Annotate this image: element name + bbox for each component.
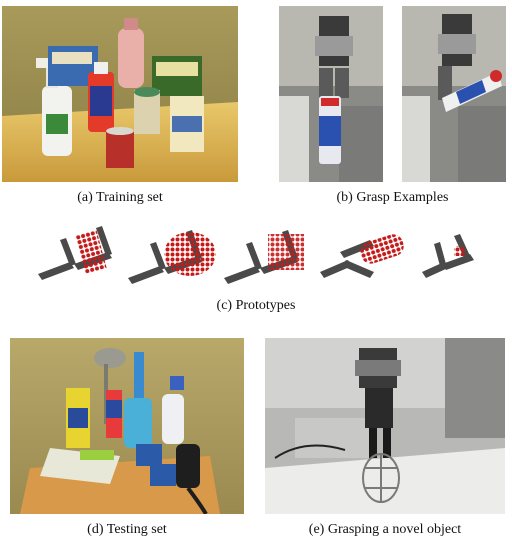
grasping-novel-object-photo — [265, 338, 505, 514]
caption-b: (b) Grasp Examples — [336, 190, 449, 205]
caption-a: (a) Training set — [77, 190, 163, 205]
grasp-example-photo-1 — [279, 6, 383, 182]
caption-d: (d) Testing set — [87, 522, 167, 537]
caption-c: (c) Prototypes — [216, 298, 296, 313]
caption-e: (e) Grasping a novel object — [308, 522, 462, 537]
prototypes-illustration — [30, 222, 482, 292]
testing-set-photo — [10, 338, 244, 514]
grasp-example-photo-2 — [402, 6, 506, 182]
training-set-photo — [2, 6, 238, 182]
